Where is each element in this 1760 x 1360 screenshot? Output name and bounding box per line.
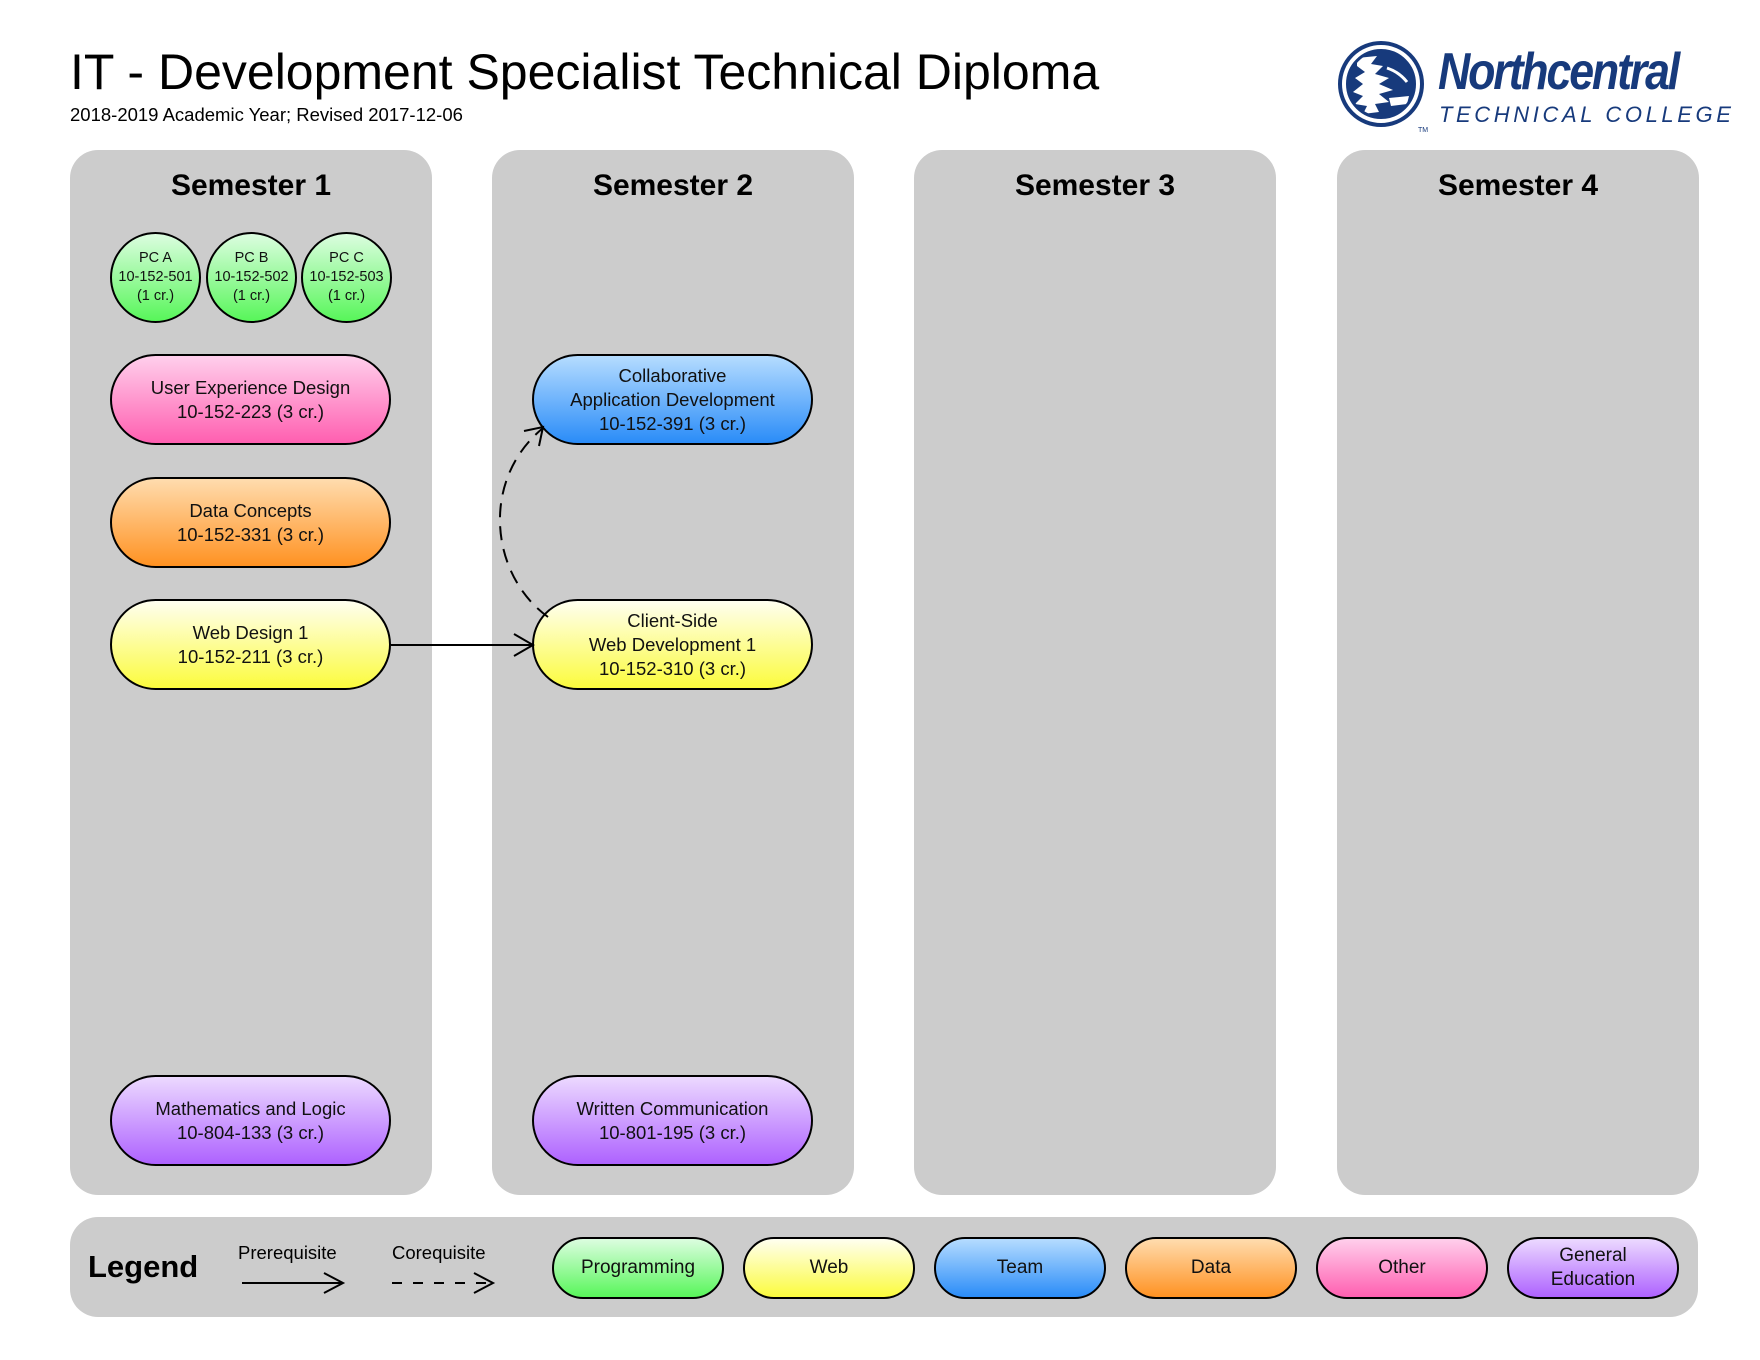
course-pc-b[interactable]: PC B 10-152-502 (1 cr.): [206, 232, 297, 323]
course-name: Mathematics and Logic: [155, 1097, 346, 1119]
course-credits: (1 cr.): [136, 288, 175, 304]
course-code: 10-152-211 (3 cr.): [177, 645, 324, 667]
course-code: 10-152-223 (3 cr.): [176, 400, 325, 422]
course-name: Web Design 1: [192, 621, 309, 643]
course-credits: (1 cr.): [232, 288, 271, 304]
course-code: 10-152-503: [309, 269, 384, 285]
solid-arrow-icon: [242, 1272, 346, 1294]
page-subtitle: 2018-2019 Academic Year; Revised 2017-12…: [70, 104, 463, 125]
course-client-side-web-dev-1[interactable]: Client-Side Web Development 1 10-152-310…: [532, 599, 813, 690]
course-name-line-1: Collaborative: [618, 364, 727, 386]
legend-general-education: General Education: [1507, 1237, 1679, 1299]
semester-title: Semester 1: [170, 169, 332, 202]
logo-trademark: TM: [1418, 127, 1429, 134]
course-name-line-2: Web Development 1: [588, 633, 757, 655]
legend-data: Data: [1125, 1237, 1297, 1299]
tree-icon: [1346, 49, 1416, 119]
course-ux-design[interactable]: User Experience Design 10-152-223 (3 cr.…: [110, 354, 391, 445]
course-name: PC A: [138, 250, 173, 266]
course-name-line-1: Client-Side: [627, 609, 718, 631]
course-code: 10-801-195 (3 cr.): [598, 1121, 747, 1143]
course-name-line-2: Application Development: [570, 388, 775, 410]
course-web-design-1[interactable]: Web Design 1 10-152-211 (3 cr.): [110, 599, 391, 690]
college-logo: Northcentral TECHNICAL COLLEGE TM: [1335, 38, 1731, 138]
legend-prerequisite-label: Prerequisite: [238, 1242, 337, 1263]
course-data-concepts[interactable]: Data Concepts 10-152-331 (3 cr.): [110, 477, 391, 568]
page-title: IT - Development Specialist Technical Di…: [70, 44, 1100, 100]
course-code: 10-152-310 (3 cr.): [598, 657, 747, 679]
dashed-arrow-icon: [392, 1272, 496, 1294]
course-name: PC C: [329, 250, 364, 266]
course-credits: (1 cr.): [327, 288, 366, 304]
course-pc-c[interactable]: PC C 10-152-503 (1 cr.): [301, 232, 392, 323]
semester-title: Semester 3: [1014, 169, 1176, 202]
legend-corequisite-label: Corequisite: [392, 1242, 486, 1263]
logo-ring: [1338, 41, 1424, 127]
course-name: User Experience Design: [150, 376, 351, 398]
course-name: Written Communication: [576, 1097, 769, 1119]
course-name: PC B: [234, 250, 269, 266]
semester-4-panel: Semester 4: [1337, 150, 1699, 1195]
course-code: 10-152-331 (3 cr.): [176, 523, 325, 545]
semester-title: Semester 4: [1437, 169, 1599, 202]
legend-web: Web: [743, 1237, 915, 1299]
course-name: Data Concepts: [189, 499, 312, 521]
semester-3-panel: Semester 3: [914, 150, 1276, 1195]
course-code: 10-152-391 (3 cr.): [598, 412, 747, 434]
course-collab-app-dev[interactable]: Collaborative Application Development 10…: [532, 354, 813, 445]
legend: Legend Prerequisite Corequisite Programm…: [70, 1217, 1698, 1317]
course-pc-a[interactable]: PC A 10-152-501 (1 cr.): [110, 232, 201, 323]
legend-title: Legend: [88, 1249, 199, 1284]
course-code: 10-152-502: [214, 269, 289, 285]
course-code: 10-804-133 (3 cr.): [176, 1121, 325, 1143]
semester-title: Semester 2: [592, 169, 754, 202]
course-math-logic[interactable]: Mathematics and Logic 10-804-133 (3 cr.): [110, 1075, 391, 1166]
legend-other: Other: [1316, 1237, 1488, 1299]
tree-icon-graphic: [1353, 56, 1409, 114]
logo-subname: TECHNICAL COLLEGE: [1439, 102, 1735, 127]
course-written-comm[interactable]: Written Communication 10-801-195 (3 cr.): [532, 1075, 813, 1166]
legend-team: Team: [934, 1237, 1106, 1299]
course-code: 10-152-501: [118, 269, 193, 285]
legend-programming: Programming: [552, 1237, 724, 1299]
logo-name: Northcentral: [1438, 43, 1680, 101]
